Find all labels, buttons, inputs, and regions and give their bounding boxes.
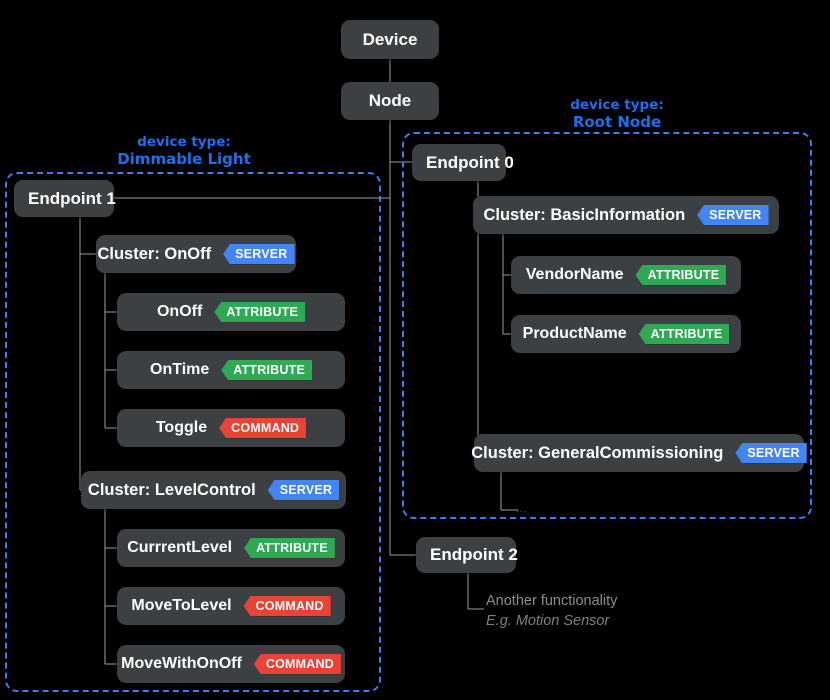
node-device[interactable]: Device (341, 20, 439, 59)
cluster-basicinformation-label: Cluster: BasicInformation (483, 205, 686, 224)
node-attribute-productname[interactable]: ProductName ATTRIBUTE (511, 315, 741, 353)
badge-attribute: ATTRIBUTE (635, 264, 727, 286)
node-cluster-basicinformation[interactable]: Cluster: BasicInformation SERVER (473, 196, 779, 234)
badge-command: COMMAND (243, 595, 331, 617)
node-attribute-onoff[interactable]: OnOff ATTRIBUTE (117, 293, 345, 331)
badge-attribute: ATTRIBUTE (214, 301, 306, 323)
node-cluster-levelcontrol[interactable]: Cluster: LevelControl SERVER (81, 471, 346, 509)
cluster-generalcommissioning-label: Cluster: GeneralCommissioning (471, 443, 724, 462)
device-type-label-dimmable-light: device type: Dimmable Light (84, 134, 284, 169)
command-movetolevel-label: MoveToLevel (131, 597, 232, 614)
node-device-label: Device (362, 29, 418, 49)
node-attribute-currentlevel[interactable]: CurrrentLevel ATTRIBUTE (117, 529, 345, 567)
attribute-ontime-label: OnTime (150, 361, 210, 378)
badge-attribute: ATTRIBUTE (221, 359, 312, 381)
attribute-productname-label: ProductName (522, 325, 627, 342)
device-type-name: Root Node (572, 113, 662, 132)
command-toggle-label: Toggle (155, 419, 208, 436)
node-command-movetolevel[interactable]: MoveToLevel COMMAND (117, 587, 345, 625)
endpoint-2-annotation: Another functionality E.g. Motion Sensor (486, 592, 617, 631)
device-type-label-root-node: device type: Root Node (517, 97, 717, 132)
group-box-root-node (402, 132, 812, 519)
node-attribute-vendorname[interactable]: VendorName ATTRIBUTE (511, 256, 741, 294)
attribute-onoff-label: OnOff (156, 303, 203, 320)
attribute-vendorname-label: VendorName (525, 266, 624, 283)
device-type-name: Dimmable Light (117, 150, 251, 169)
node-endpoint-2[interactable]: Endpoint 2 (416, 537, 518, 573)
device-type-prefix: device type: (570, 97, 664, 113)
badge-server: SERVER (267, 479, 340, 501)
badge-command: COMMAND (219, 417, 307, 439)
node-node-label: Node (368, 91, 412, 110)
group-box-dimmable-light (5, 172, 381, 692)
endpoint-2-annotation-line-1: Another functionality (486, 593, 618, 609)
node-command-toggle[interactable]: Toggle COMMAND (117, 409, 345, 447)
badge-attribute: ATTRIBUTE (244, 537, 335, 559)
cluster-levelcontrol-label: Cluster: LevelControl (87, 480, 256, 499)
node-endpoint-0-label: Endpoint 0 (426, 152, 514, 172)
badge-server: SERVER (223, 243, 295, 265)
badge-attribute: ATTRIBUTE (638, 323, 730, 345)
node-command-movewithonoff[interactable]: MoveWithOnOff COMMAND (117, 645, 345, 683)
device-type-prefix: device type: (137, 134, 231, 150)
endpoint-2-annotation-line-2: E.g. Motion Sensor (486, 612, 610, 629)
command-movewithonoff-label: MoveWithOnOff (121, 655, 242, 672)
node-cluster-generalcommissioning[interactable]: Cluster: GeneralCommissioning SERVER (471, 434, 807, 472)
node-endpoint-1[interactable]: Endpoint 1 (14, 180, 116, 217)
attribute-currentlevel-label: CurrrentLevel (127, 539, 233, 556)
cluster-onoff-label: Cluster: OnOff (97, 244, 212, 263)
node-endpoint-0[interactable]: Endpoint 0 (412, 144, 514, 181)
node-endpoint-2-label: Endpoint 2 (430, 545, 518, 564)
node-endpoint-1-label: Endpoint 1 (28, 188, 116, 208)
node-cluster-onoff[interactable]: Cluster: OnOff SERVER (96, 235, 296, 273)
badge-server: SERVER (697, 204, 769, 226)
generalcommissioning-more-text: ... (516, 504, 528, 515)
badge-command: COMMAND (253, 653, 341, 675)
node-attribute-ontime[interactable]: OnTime ATTRIBUTE (117, 351, 345, 389)
badge-server: SERVER (735, 442, 807, 464)
node-node[interactable]: Node (341, 82, 439, 120)
